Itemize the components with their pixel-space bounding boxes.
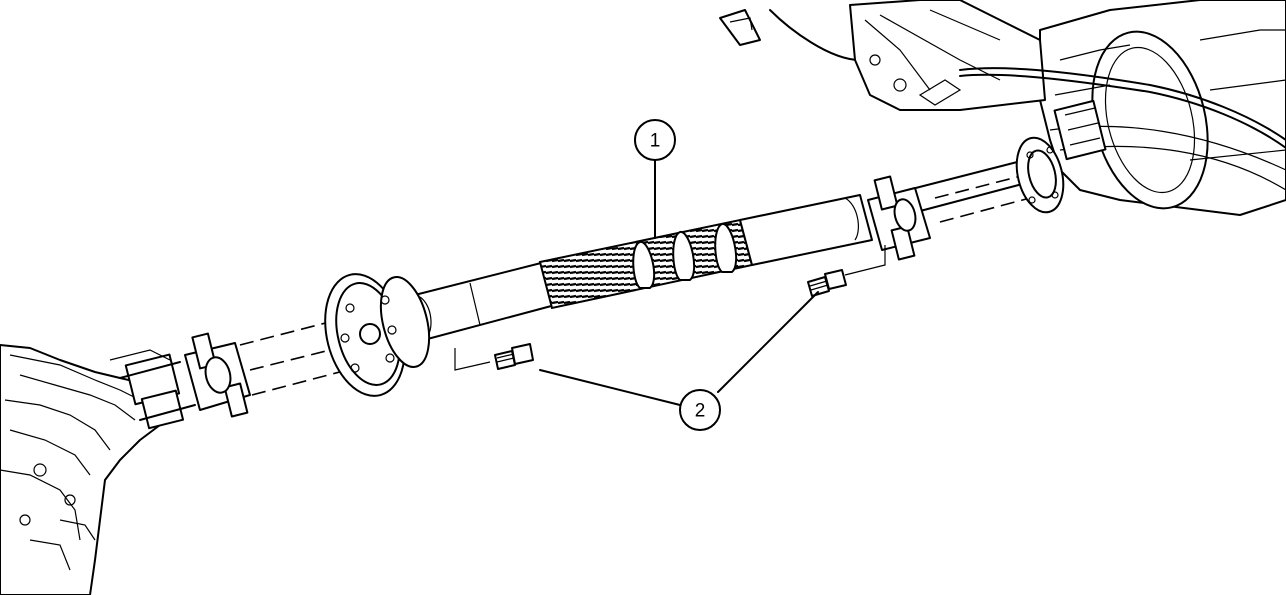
bolt-front	[494, 343, 534, 370]
callout-1-circle	[634, 119, 676, 161]
rear-axle-differential	[1015, 0, 1286, 216]
vehicle-frame	[719, 0, 1286, 149]
callout-1-label: 1	[650, 131, 661, 152]
callout-2: 2	[539, 291, 819, 431]
driveshaft-tube	[394, 159, 1031, 346]
bolt-rear	[807, 269, 847, 297]
front-yoke	[119, 332, 251, 421]
callout-2-circle	[679, 389, 721, 431]
cv-joint-flange	[324, 273, 431, 397]
rear-alignment-lines	[934, 174, 1031, 223]
callout-1: 1	[634, 119, 676, 239]
bolt-guide-lines	[454, 245, 886, 371]
rear-u-joint	[867, 175, 931, 261]
callout-2-label: 2	[695, 401, 706, 422]
transmission-housing	[0, 344, 185, 595]
